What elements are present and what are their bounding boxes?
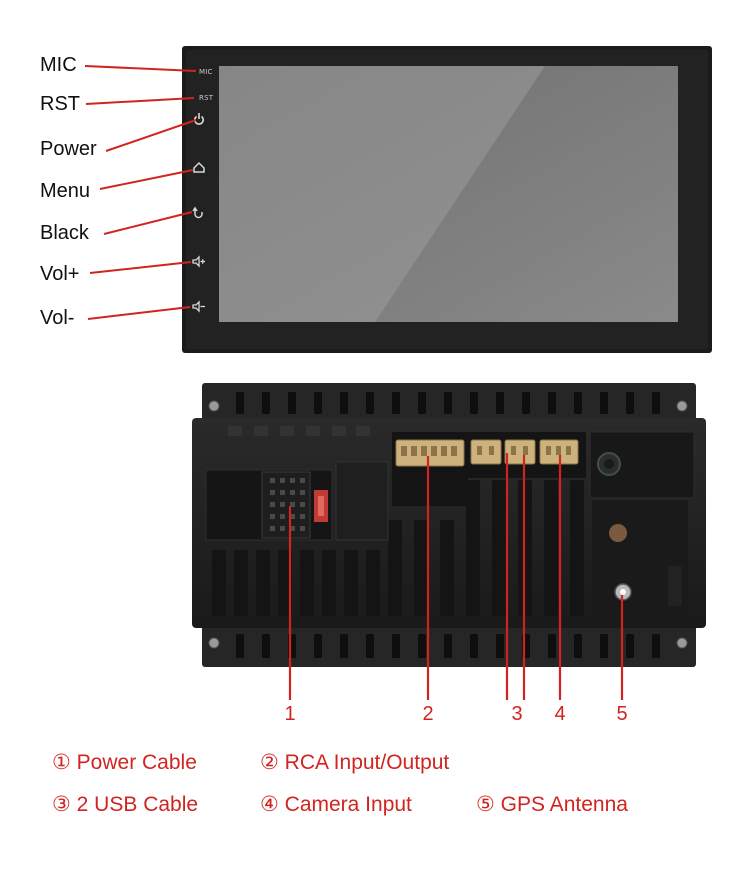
callout-number-2: 2 [422, 703, 434, 725]
top-vent-slots [236, 392, 660, 414]
usb-connector-b [504, 439, 536, 465]
label-volplus: Vol+ [40, 263, 80, 285]
power-cable-connector [205, 461, 389, 541]
usb-connector-a [470, 439, 502, 465]
label-mic: MIC [40, 54, 77, 76]
menu-callout-line [99, 169, 194, 190]
mic-callout-line [84, 65, 197, 72]
legend-gps-antenna: ⑤ GPS Antenna [476, 793, 628, 816]
screen-glare [219, 66, 545, 322]
legend-power-cable: ① Power Cable [52, 751, 197, 774]
label-menu: Menu [40, 180, 91, 202]
rca-connector [392, 432, 468, 506]
bottom-vent-slots [236, 634, 660, 658]
callout-number-4: 4 [554, 703, 566, 725]
rear-ribs [212, 480, 584, 616]
callout-number-3: 3 [511, 703, 523, 725]
rear-callout-lines [288, 453, 624, 700]
front-head-unit [182, 46, 712, 353]
legend-camera-input: ④ Camera Input [260, 793, 412, 816]
volume-down-icon[interactable] [192, 300, 205, 313]
label-black: Black [40, 222, 89, 244]
callout-number-5: 5 [616, 703, 628, 725]
usb-camera-connectors [468, 432, 586, 478]
callout-number-1: 1 [284, 703, 296, 725]
power-icon[interactable] [194, 113, 204, 125]
rear-chassis [192, 383, 706, 667]
label-power: Power [40, 138, 97, 160]
volminus-callout-line [87, 306, 191, 320]
connector-top-tabs [228, 426, 370, 436]
legend-rca: ② RCA Input/Output [260, 751, 450, 774]
mic-button-text: MIC [199, 68, 213, 76]
volume-up-icon[interactable] [192, 255, 205, 268]
chassis-screws [208, 400, 688, 649]
front-callout-lines [84, 65, 197, 320]
label-volminus: Vol- [40, 307, 75, 329]
legend-usb-cable: ③ 2 USB Cable [52, 793, 199, 816]
right-module [589, 431, 695, 622]
rst-button-text: RST [199, 94, 214, 102]
label-rst: RST [40, 93, 80, 115]
rst-callout-line [85, 97, 195, 105]
brown-plug [609, 524, 627, 542]
back-icon[interactable] [192, 206, 203, 219]
power-callout-line [105, 119, 197, 152]
black-callout-line [103, 211, 193, 235]
home-icon[interactable] [193, 161, 205, 173]
volplus-callout-line [89, 261, 192, 274]
